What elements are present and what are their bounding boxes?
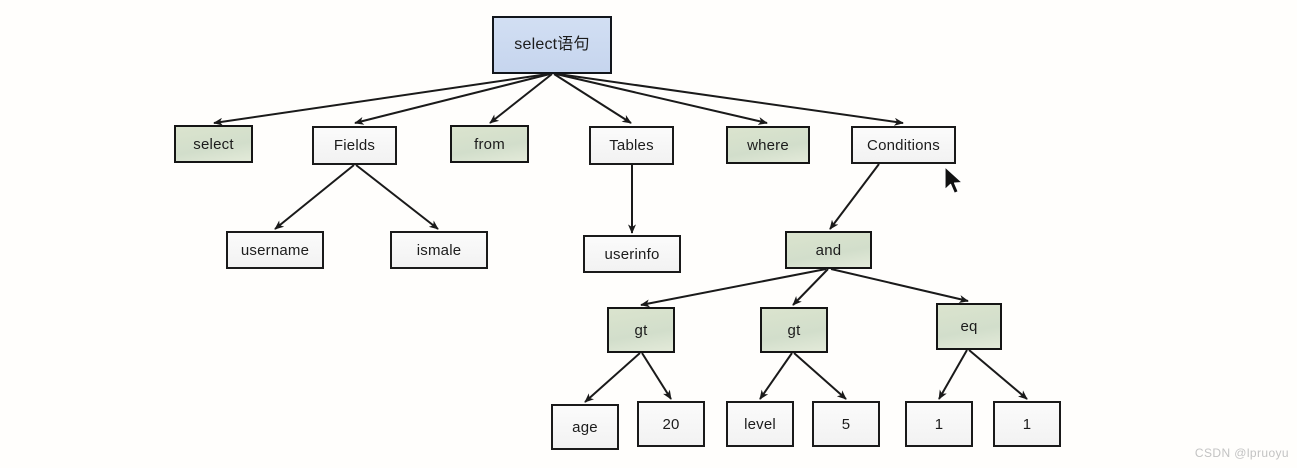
node-label: 5 bbox=[841, 415, 851, 433]
node-label: select语句 bbox=[514, 36, 590, 53]
edge-and-to-gt1 bbox=[640, 268, 827, 308]
edge-root-to-select bbox=[213, 73, 549, 126]
node-gt1[interactable]: gt bbox=[607, 307, 675, 353]
node-label: Conditions bbox=[867, 136, 940, 154]
node-level[interactable]: level bbox=[726, 401, 794, 447]
edge-root-to-where bbox=[555, 73, 768, 125]
node-fields[interactable]: Fields bbox=[312, 126, 397, 165]
node-eq[interactable]: eq bbox=[936, 303, 1002, 350]
node-label: Fields bbox=[333, 137, 376, 154]
edge-root-to-conditions bbox=[557, 73, 904, 126]
node-userinfo[interactable]: userinfo bbox=[583, 235, 681, 273]
edge-fields-to-ismale bbox=[355, 164, 439, 230]
node-label: 1 bbox=[934, 415, 944, 433]
node-root[interactable]: select语句 bbox=[492, 16, 612, 74]
node-label: Tables bbox=[609, 137, 654, 154]
node-label: gt bbox=[787, 321, 801, 339]
node-tables[interactable]: Tables bbox=[589, 126, 674, 165]
edge-eq-to-one_b bbox=[968, 349, 1028, 400]
edge-gt2-to-five bbox=[793, 352, 847, 400]
node-label: age bbox=[572, 418, 598, 436]
edge-gt1-to-age bbox=[584, 352, 641, 403]
node-label: userinfo bbox=[604, 245, 660, 263]
node-label: level bbox=[744, 415, 776, 433]
node-label: 1 bbox=[1022, 415, 1032, 433]
node-age[interactable]: age bbox=[551, 404, 619, 450]
node-one_a[interactable]: 1 bbox=[905, 401, 973, 447]
node-twenty[interactable]: 20 bbox=[637, 401, 705, 447]
node-label: eq bbox=[960, 318, 978, 335]
node-label: username bbox=[240, 241, 310, 259]
node-label: from bbox=[474, 135, 505, 153]
node-username[interactable]: username bbox=[226, 231, 324, 269]
watermark: CSDN @lpruoyu bbox=[1194, 446, 1289, 460]
node-label: select bbox=[193, 135, 234, 153]
node-gt2[interactable]: gt bbox=[760, 307, 828, 353]
edge-eq-to-one_a bbox=[938, 349, 968, 400]
edge-root-to-from bbox=[489, 73, 553, 124]
edge-gt1-to-twenty bbox=[641, 352, 672, 400]
node-one_b[interactable]: 1 bbox=[993, 401, 1061, 447]
node-conditions[interactable]: Conditions bbox=[851, 126, 956, 164]
mouse-cursor-icon bbox=[944, 166, 963, 194]
node-ismale[interactable]: ismale bbox=[390, 231, 488, 269]
node-label: 20 bbox=[662, 415, 680, 433]
edge-root-to-fields bbox=[354, 73, 551, 125]
node-where[interactable]: where bbox=[726, 126, 810, 164]
node-label: and bbox=[815, 241, 842, 259]
edge-and-to-eq bbox=[830, 268, 969, 303]
edge-conditions-to-and bbox=[829, 163, 880, 230]
edge-and-to-gt2 bbox=[792, 268, 829, 306]
node-label: ismale bbox=[416, 241, 462, 259]
node-label: where bbox=[747, 136, 789, 154]
node-select[interactable]: select bbox=[174, 125, 253, 163]
edge-gt2-to-level bbox=[759, 352, 793, 400]
edge-fields-to-username bbox=[274, 164, 355, 230]
node-from[interactable]: from bbox=[450, 125, 529, 163]
edge-root-to-tables bbox=[553, 73, 632, 124]
node-label: gt bbox=[634, 321, 648, 339]
node-five[interactable]: 5 bbox=[812, 401, 880, 447]
node-and[interactable]: and bbox=[785, 231, 872, 269]
